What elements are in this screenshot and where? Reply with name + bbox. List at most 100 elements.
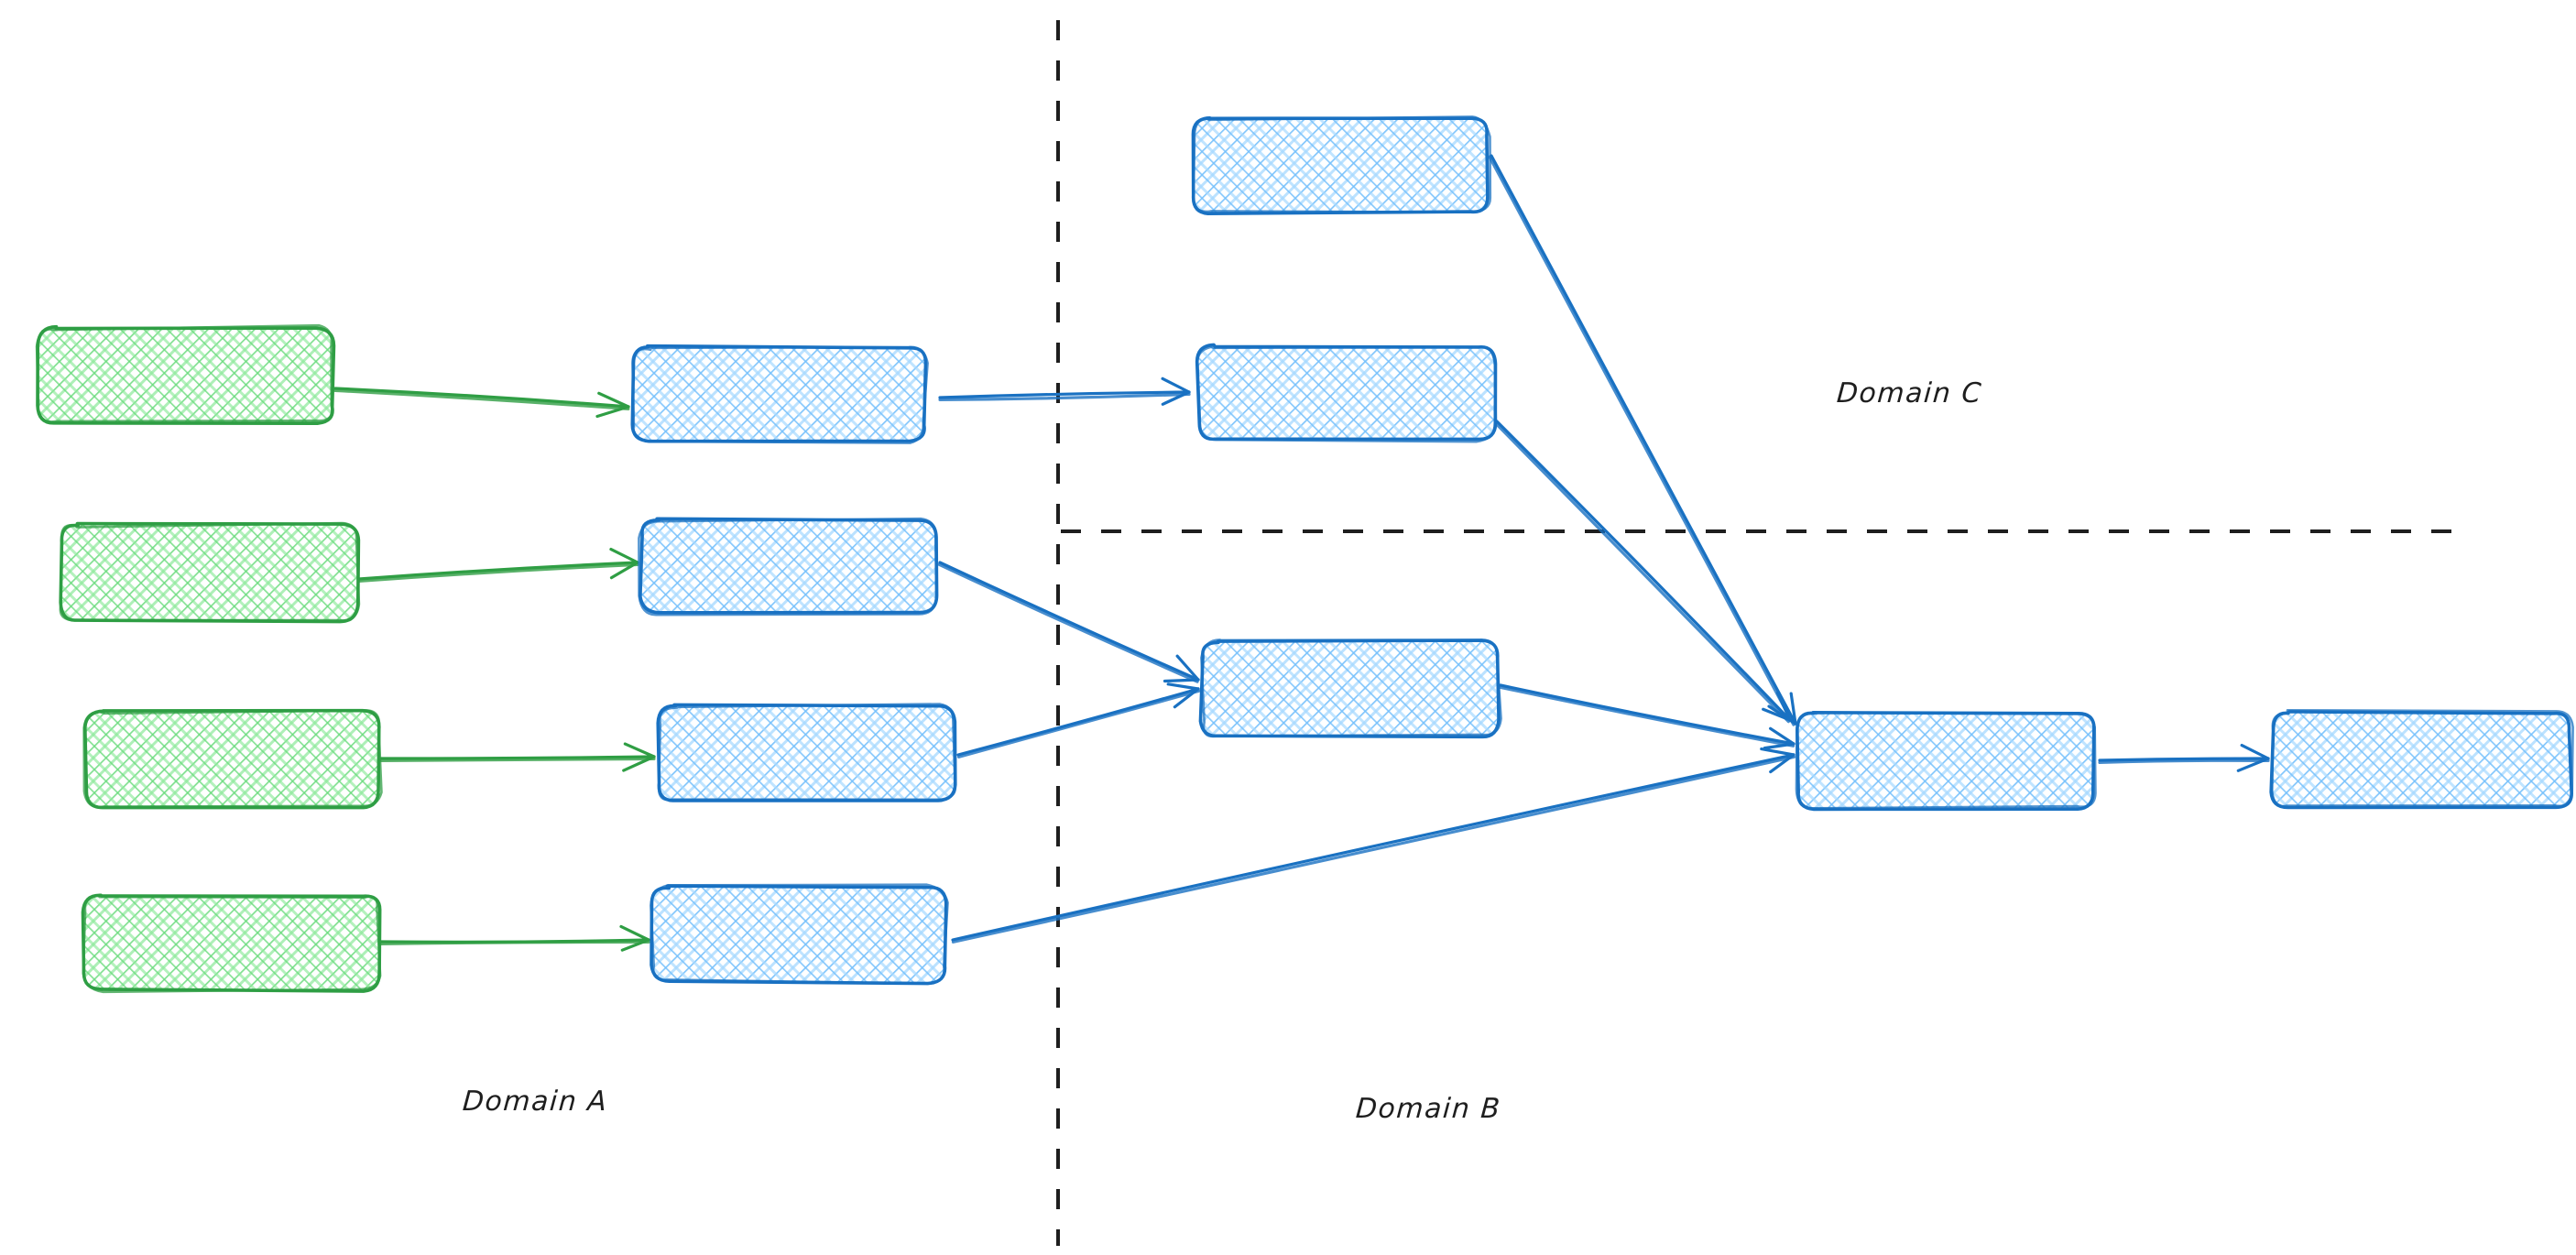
edge-line bbox=[956, 687, 1200, 757]
edge-line bbox=[379, 757, 656, 762]
edge-d1-to-e1 bbox=[2098, 743, 2270, 772]
edge-line bbox=[951, 753, 1796, 942]
arrowhead bbox=[1762, 707, 1792, 722]
node-outline bbox=[82, 709, 383, 809]
node-fill bbox=[1193, 119, 1488, 213]
node-outline bbox=[631, 345, 929, 444]
node-fill bbox=[1202, 641, 1499, 737]
edge-line bbox=[957, 689, 1201, 758]
node-b3[interactable] bbox=[656, 703, 957, 802]
label-domain-a: Domain A bbox=[461, 1086, 609, 1118]
arrowhead bbox=[1175, 654, 1200, 682]
arrowhead bbox=[1166, 682, 1200, 691]
node-b2[interactable] bbox=[638, 517, 939, 617]
edge-c1-to-d1 bbox=[1488, 154, 1797, 726]
arrowhead bbox=[1775, 691, 1792, 722]
edge-b2-to-c3 bbox=[937, 561, 1200, 683]
arrowhead bbox=[609, 561, 639, 580]
arrowhead bbox=[620, 938, 650, 952]
edge-c3-to-d1 bbox=[1498, 683, 1796, 750]
arrowhead bbox=[595, 405, 630, 419]
edge-line bbox=[1495, 420, 1792, 722]
edge-line bbox=[951, 755, 1796, 944]
edge-a3-to-b3 bbox=[379, 742, 656, 772]
edge-line bbox=[1490, 154, 1797, 726]
arrowhead bbox=[2236, 757, 2270, 772]
node-d1[interactable] bbox=[1795, 711, 2097, 812]
node-fill bbox=[652, 887, 945, 982]
node-outline bbox=[1192, 115, 1492, 213]
edge-line bbox=[1498, 685, 1796, 748]
edge-a2-to-b2 bbox=[357, 547, 639, 583]
arrowhead bbox=[1789, 692, 1797, 726]
edge-b3-to-c3 bbox=[956, 682, 1201, 758]
node-outline bbox=[35, 323, 333, 423]
edge-line bbox=[379, 940, 650, 945]
node-a1[interactable] bbox=[35, 323, 336, 425]
node-fill bbox=[658, 705, 955, 801]
edge-line bbox=[357, 561, 639, 581]
node-a3[interactable] bbox=[82, 708, 383, 810]
arrowhead bbox=[1161, 376, 1191, 394]
arrowhead bbox=[1161, 390, 1191, 406]
arrowhead bbox=[1763, 742, 1796, 750]
node-fill bbox=[2272, 713, 2571, 808]
edge-line bbox=[938, 561, 1200, 682]
node-outline bbox=[2270, 708, 2574, 808]
node-outline bbox=[2269, 710, 2573, 810]
arrowhead bbox=[1769, 726, 1796, 746]
node-fill bbox=[1198, 346, 1495, 440]
arrowhead bbox=[619, 924, 650, 942]
edge-a1-to-b1 bbox=[333, 387, 630, 419]
label-domain-b: Domain B bbox=[1354, 1093, 1502, 1125]
diagram-nodes bbox=[35, 115, 2574, 994]
node-c1[interactable] bbox=[1191, 115, 1492, 215]
connector-arrows bbox=[333, 154, 2270, 952]
node-fill bbox=[38, 328, 333, 423]
node-outline bbox=[1795, 711, 2097, 810]
arrowhead bbox=[1162, 678, 1200, 683]
node-outline bbox=[59, 521, 361, 622]
arrowhead bbox=[622, 755, 656, 772]
domain-dividers bbox=[1056, 20, 2464, 1246]
edge-line bbox=[2098, 758, 2270, 764]
edge-c2-to-d1 bbox=[1493, 420, 1792, 724]
edge-line bbox=[937, 562, 1199, 683]
node-fill bbox=[632, 347, 925, 441]
arrowhead bbox=[1760, 747, 1796, 757]
arrowhead bbox=[623, 742, 656, 758]
edge-line bbox=[938, 392, 1191, 401]
node-outline bbox=[657, 703, 956, 802]
node-outline bbox=[1200, 638, 1502, 738]
edge-line bbox=[379, 755, 656, 760]
node-fill bbox=[60, 525, 357, 620]
node-b4[interactable] bbox=[649, 883, 949, 986]
node-c2[interactable] bbox=[1195, 343, 1498, 443]
edge-a4-to-b4 bbox=[379, 924, 650, 952]
node-b1[interactable] bbox=[630, 344, 929, 444]
edge-line bbox=[333, 387, 630, 409]
edge-line bbox=[1499, 683, 1796, 746]
node-e1[interactable] bbox=[2269, 708, 2574, 810]
edge-line bbox=[1493, 421, 1790, 724]
edge-line bbox=[938, 390, 1191, 399]
node-a2[interactable] bbox=[59, 521, 361, 624]
edge-b4-to-d1 bbox=[951, 747, 1796, 944]
arrowhead bbox=[1769, 753, 1796, 774]
node-fill bbox=[1797, 713, 2094, 808]
node-c3[interactable] bbox=[1198, 638, 1502, 739]
arrowhead bbox=[1173, 687, 1200, 709]
node-fill bbox=[641, 519, 936, 613]
node-fill bbox=[86, 712, 379, 807]
node-outline bbox=[638, 517, 938, 617]
node-a4[interactable] bbox=[81, 893, 382, 994]
arrowhead bbox=[597, 391, 630, 409]
edge-line bbox=[2098, 757, 2270, 762]
node-fill bbox=[84, 895, 379, 990]
edge-line bbox=[1488, 155, 1796, 726]
edge-line bbox=[333, 388, 630, 410]
edge-line bbox=[357, 562, 639, 583]
arrowhead bbox=[2240, 743, 2270, 760]
